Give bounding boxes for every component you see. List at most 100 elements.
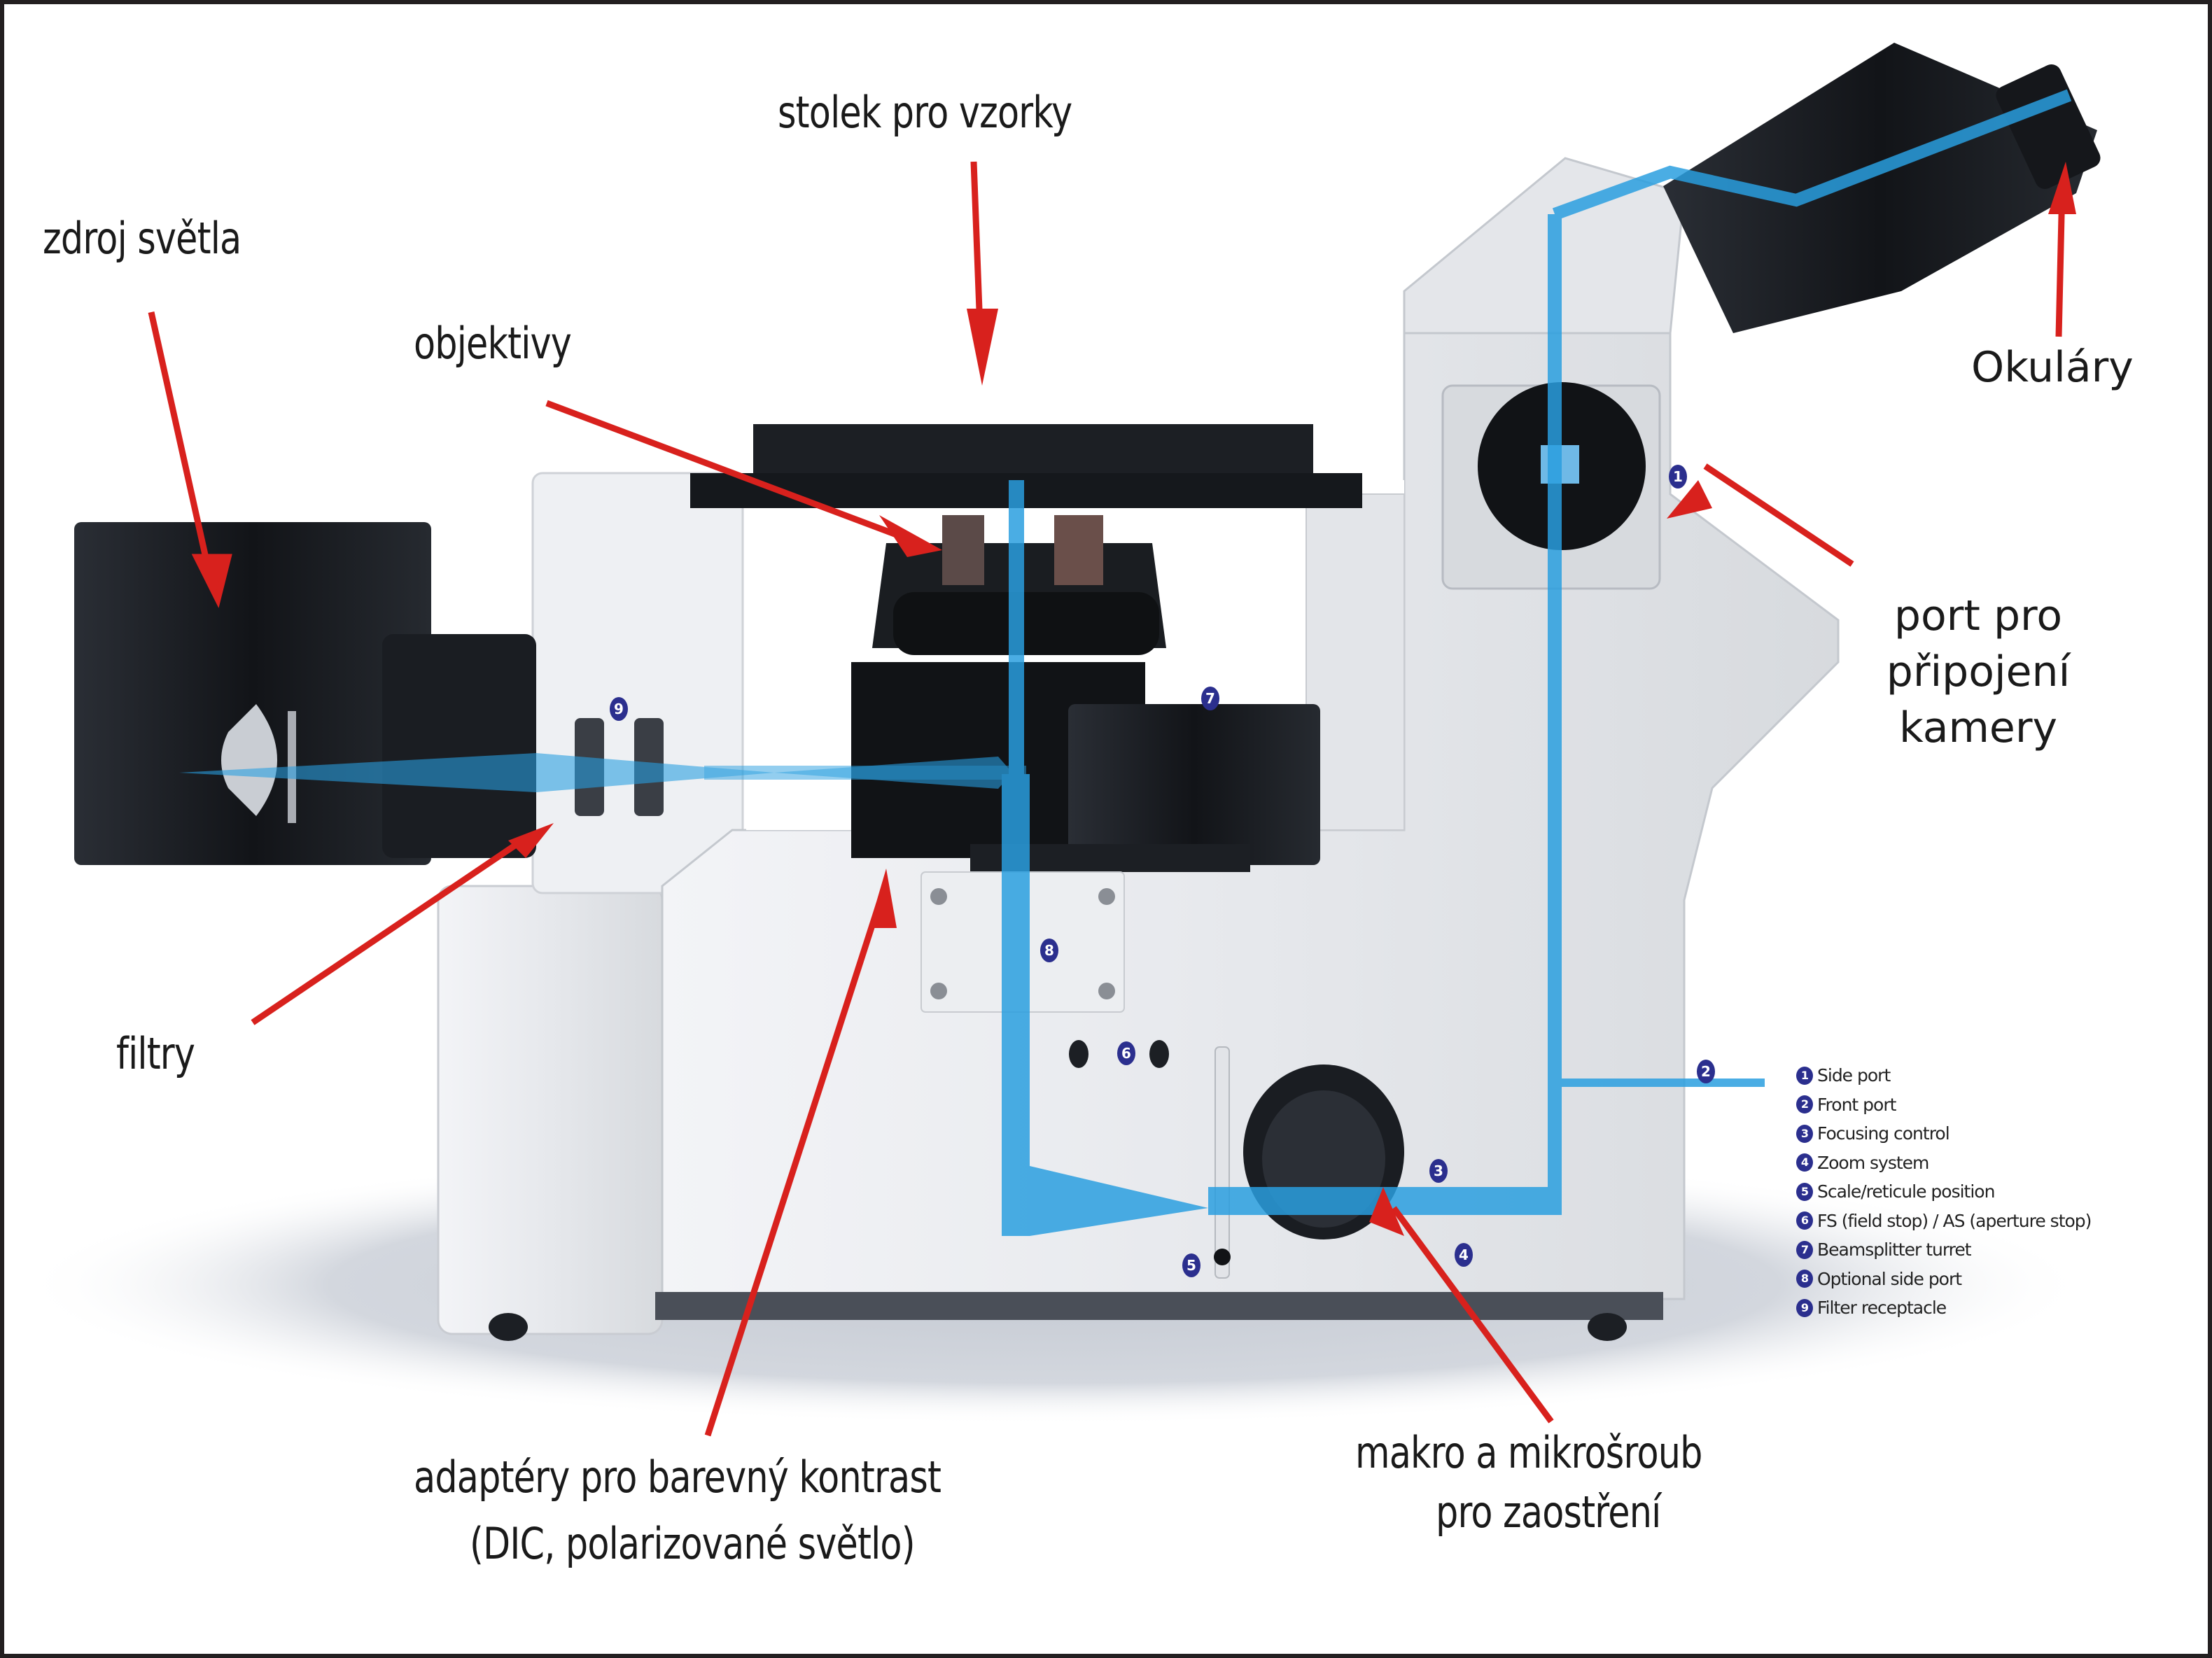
screw [1098, 983, 1115, 999]
legend-number: 1 [1796, 1066, 1813, 1085]
annotation-arrows [148, 161, 2076, 1437]
badge-optional-side-port: 8 [1040, 939, 1058, 962]
legend-number: 2 [1796, 1095, 1813, 1114]
legend-text: Side port [1817, 1065, 1891, 1086]
microscope-illustration [18, 43, 2101, 1437]
label-light-source: zdroj světla [43, 213, 241, 264]
arrow-contrast-adapters [704, 902, 883, 1437]
stage-plate [690, 473, 1362, 508]
as-knob [1149, 1040, 1169, 1068]
badge-zoom-system: 4 [1455, 1243, 1473, 1267]
arrowhead [508, 823, 554, 858]
legend-number: 6 [1796, 1211, 1813, 1230]
objective-right [1054, 515, 1103, 585]
badge-front-port: 2 [1697, 1060, 1715, 1083]
arrow-filters [251, 838, 524, 1025]
arrowhead [2048, 162, 2076, 214]
screw [1098, 888, 1115, 905]
beam-vertical-objective [1009, 480, 1024, 774]
label-stage: stolek pro vzorky [778, 87, 1072, 138]
reticule-slider [1214, 1046, 1230, 1279]
objective-left [942, 515, 984, 585]
beam-eyepiece [1552, 89, 2072, 220]
arrow-light-source [148, 311, 211, 565]
label-filters: filtry [116, 1028, 195, 1079]
legend-number: 5 [1796, 1182, 1813, 1201]
beam-vertical-right [1548, 214, 1562, 1215]
beam-horizontal-illumination [704, 766, 1026, 780]
legend-number: 9 [1796, 1298, 1813, 1317]
badge-fs-as: 6 [1117, 1041, 1135, 1065]
legend-number: 8 [1796, 1270, 1813, 1288]
legend-text: Filter receptacle [1817, 1298, 1947, 1319]
badge-reticule: 5 [1182, 1253, 1200, 1277]
legend-number: 3 [1796, 1124, 1813, 1143]
lamp-housing [74, 522, 431, 865]
badge-beamsplitter: 7 [1201, 687, 1219, 710]
arrowhead [879, 515, 942, 557]
nosepiece-ring [893, 592, 1159, 655]
label-camera-port-line3: kamery [1899, 703, 2057, 752]
eyepiece-tube [1663, 43, 2097, 333]
eyepiece-lens [1996, 64, 2101, 190]
label-contrast-adapters-line1: adaptéry pro barevný kontrast [414, 1452, 941, 1503]
badge-focusing-control: 3 [1429, 1159, 1448, 1183]
arrowhead [1369, 1187, 1404, 1236]
legend-text: Zoom system [1817, 1152, 1929, 1173]
badge-side-port: 1 [1669, 465, 1687, 489]
badge-filter-receptacle: 9 [610, 697, 628, 721]
arrowhead [967, 309, 998, 386]
beam-bottom-left [1002, 1166, 1208, 1236]
lamp-collector [382, 634, 536, 858]
screw [930, 888, 947, 905]
base-bar [655, 1292, 1663, 1320]
label-eyepieces: Okuláry [1971, 343, 2134, 392]
left-upper-column [531, 472, 744, 894]
foot-left [489, 1313, 528, 1341]
legend-number: 7 [1796, 1240, 1813, 1259]
legend-number: 4 [1796, 1153, 1813, 1172]
reticule-dot [1214, 1249, 1231, 1265]
label-focus-line2: pro zaostření [1436, 1487, 1661, 1538]
legend-text: Focusing control [1817, 1123, 1950, 1144]
screw [930, 983, 947, 999]
arrow-objectives [545, 400, 902, 540]
legend-text: Front port [1817, 1094, 1896, 1115]
left-column [437, 885, 664, 1335]
beam-front-port [1555, 1079, 1765, 1087]
legend-text: Scale/reticule position [1817, 1181, 1995, 1202]
legend-text: FS (field stop) / AS (aperture stop) [1817, 1210, 2092, 1231]
arrowhead [191, 554, 232, 608]
right-arm [1306, 493, 1405, 831]
label-focus-line1: makro a mikrošroub [1355, 1427, 1702, 1478]
arrow-focus [1391, 1206, 1554, 1424]
label-contrast-adapters-line2: (DIC, polarizované světlo) [470, 1518, 916, 1569]
beam-illumination [179, 753, 774, 792]
eyepiece-head [1403, 157, 1686, 335]
beam-vertical-down [1002, 774, 1030, 1180]
label-camera-port-line2: připojení [1886, 647, 2071, 696]
stage-top [753, 424, 1313, 480]
legend-text: Beamsplitter turret [1817, 1239, 1972, 1260]
foot-right [1588, 1313, 1627, 1341]
arrowhead [1667, 480, 1712, 519]
fs-knob [1069, 1040, 1088, 1068]
label-camera-port-line1: port pro [1893, 591, 2063, 640]
arrow-camera-port [1703, 463, 1854, 567]
label-objectives: objektivy [414, 318, 572, 369]
legend-text: Optional side port [1817, 1268, 1962, 1289]
beamsplitter-turret [1068, 704, 1320, 865]
arrowhead [869, 869, 897, 928]
lamp-reflector [221, 704, 277, 816]
